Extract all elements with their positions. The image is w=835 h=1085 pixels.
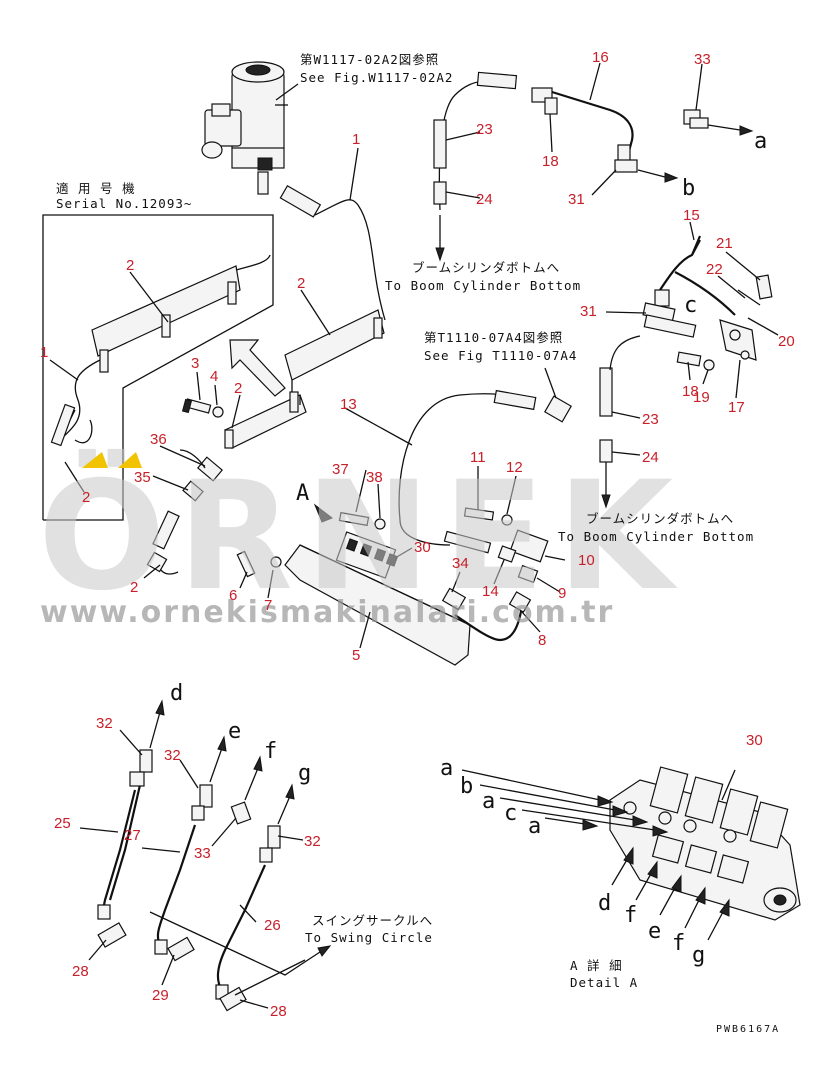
part-number: 33 (194, 845, 211, 862)
part-number: 18 (682, 383, 699, 400)
part-number: 23 (642, 411, 659, 428)
detail-a-en: Detail A (570, 975, 638, 990)
fig-ref-2-jp: 第T1110-07A4図参照 (424, 330, 563, 345)
part-number: 11 (470, 449, 486, 466)
part-number: 8 (538, 632, 546, 649)
connection-letter: a (528, 814, 541, 839)
part-number: 30 (746, 732, 763, 749)
part-number: 34 (452, 555, 469, 572)
connection-letter: a (482, 789, 495, 814)
watermark-accent-left (82, 452, 108, 468)
fig-ref-1-en: See Fig.W1117-02A2 (300, 70, 453, 85)
connection-letter: b (682, 176, 695, 201)
part-number: 22 (706, 261, 723, 278)
part-number: 20 (778, 333, 795, 350)
part-number: 5 (352, 647, 360, 664)
part-number: 32 (164, 747, 181, 764)
detail-a-valve-assembly (609, 766, 801, 921)
boom-note-2-jp: ブームシリンダボトムへ (586, 511, 734, 526)
boom-note-1-jp: ブームシリンダボトムへ (412, 260, 560, 275)
connection-letter: f (672, 931, 685, 956)
fig-ref-2-en: See Fig T1110-07A4 (424, 348, 577, 363)
part-number: 32 (304, 833, 321, 850)
part-number: 25 (54, 815, 71, 832)
part-number: 21 (716, 235, 733, 252)
part-number: 14 (482, 583, 499, 600)
part-number: 2 (82, 489, 90, 506)
part-number: 24 (642, 449, 659, 466)
part-number: 7 (264, 597, 272, 614)
part-number: 38 (366, 469, 383, 486)
serial-jp: 適 用 号 機 (56, 181, 136, 196)
part-number: 36 (150, 431, 167, 448)
part-number: 2 (130, 579, 138, 596)
motor-assembly (201, 61, 288, 195)
part-number: 1 (352, 131, 360, 148)
boom-note-1-en: To Boom Cylinder Bottom (385, 278, 581, 293)
boom-note-2-en: To Boom Cylinder Bottom (558, 529, 754, 544)
connection-letter: g (298, 761, 311, 786)
connection-letter: f (624, 903, 637, 928)
part-number: 18 (542, 153, 559, 170)
connection-letter: e (648, 919, 661, 944)
part-number: 28 (270, 1003, 287, 1020)
part-number: 4 (210, 368, 218, 385)
swing-note-jp: スイングサークルへ (312, 913, 433, 928)
connection-letter: f (264, 739, 277, 764)
part-number: 6 (229, 587, 237, 604)
part-number: 23 (476, 121, 493, 138)
part-number: 30 (414, 539, 431, 556)
part-number: 27 (124, 827, 141, 844)
part-number: 24 (476, 191, 493, 208)
swing-note-en: To Swing Circle (305, 930, 433, 945)
connection-letter: c (504, 801, 517, 826)
part-number: 2 (126, 257, 134, 274)
part-number: 12 (506, 459, 523, 476)
connection-letter: e (228, 719, 241, 744)
part-number: 32 (96, 715, 113, 732)
watermark-url: www.ornekismakinalari.com.tr (40, 595, 614, 630)
connection-letter: a (754, 129, 767, 154)
watermark-accent-right (118, 452, 142, 468)
part-number: 28 (72, 963, 89, 980)
part-number: 31 (568, 191, 585, 208)
connection-letter: d (598, 891, 611, 916)
connection-letter: b (460, 774, 473, 799)
part-number: 35 (134, 469, 151, 486)
solenoid-valve-block (335, 531, 399, 579)
serial-range-frame (42, 214, 274, 521)
part-number: 13 (340, 396, 357, 413)
part-number: 10 (578, 552, 595, 569)
part-number: 37 (332, 461, 349, 478)
drawing-code: PWB6167A (716, 1024, 780, 1035)
part-number: 15 (683, 207, 700, 224)
watermark-brand: ÖRNEK (38, 448, 685, 624)
fig-ref-1-jp: 第W1117-02A2図参照 (300, 52, 439, 67)
connection-letter: c (684, 293, 697, 318)
view-marker-a: A (296, 481, 309, 506)
part-number: 17 (728, 399, 745, 416)
part-number: 16 (592, 49, 609, 66)
part-number: 2 (297, 275, 305, 292)
detail-a-jp: A 詳 細 (570, 958, 623, 973)
connection-letter: g (692, 943, 705, 968)
part-number: 19 (693, 389, 710, 406)
part-number: 33 (694, 51, 711, 68)
part-number: 2 (234, 380, 242, 397)
part-number: 31 (580, 303, 597, 320)
connection-letter: d (170, 681, 183, 706)
serial-en: Serial No.12093~ (56, 196, 192, 211)
part-number: 1 (40, 344, 48, 361)
part-number: 26 (264, 917, 281, 934)
connection-letter: a (440, 756, 453, 781)
part-number: 3 (191, 355, 199, 372)
part-number: 9 (558, 585, 566, 602)
part-number: 29 (152, 987, 169, 1004)
